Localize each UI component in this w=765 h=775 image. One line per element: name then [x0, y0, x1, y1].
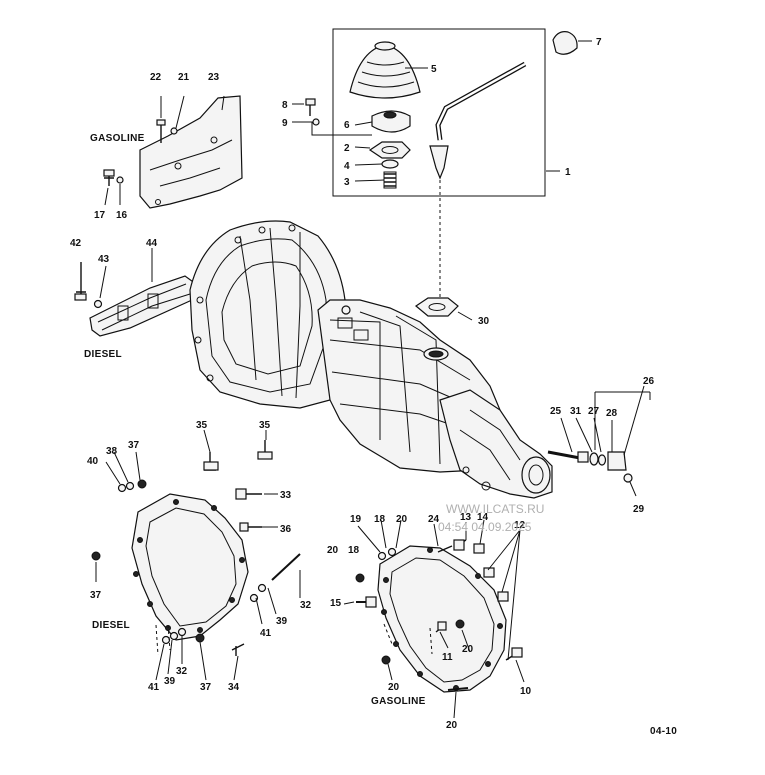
- variant-captions: GASOLINE DIESEL DIESEL GASOLINE: [84, 133, 426, 707]
- label-21: 21: [178, 72, 190, 83]
- label-32a: 32: [300, 600, 312, 611]
- label-18a: 18: [374, 514, 386, 525]
- label-32b: 32: [176, 666, 188, 677]
- spring: [384, 173, 396, 187]
- diesel-housing-body: [131, 493, 249, 641]
- label-29: 29: [633, 504, 645, 515]
- label-43: 43: [98, 254, 110, 265]
- label-7: 7: [596, 37, 602, 48]
- caption-diesel-left: DIESEL: [84, 349, 122, 360]
- label-34: 34: [228, 682, 240, 693]
- gasoline-bracket-group: [103, 95, 243, 209]
- label-31: 31: [570, 406, 582, 417]
- label-11: 11: [442, 652, 453, 663]
- label-24: 24: [428, 514, 440, 525]
- label-2: 2: [344, 143, 350, 154]
- label-12: 12: [514, 520, 526, 531]
- label-15: 15: [330, 598, 342, 609]
- shift-lever-group: [292, 28, 592, 302]
- label-35a: 35: [196, 420, 208, 431]
- label-26: 26: [643, 376, 655, 387]
- caption-gasoline-top: GASOLINE: [90, 133, 145, 144]
- stud-32a: [271, 553, 301, 581]
- label-37a: 37: [128, 440, 140, 451]
- label-10: 10: [520, 686, 532, 697]
- label-36: 36: [280, 524, 292, 535]
- boot-retainer: [371, 110, 411, 133]
- label-20e: 20: [446, 720, 458, 731]
- diesel-clutch-housing: [91, 429, 301, 681]
- gasoline-cover-plate: [139, 95, 243, 209]
- watermark: WWW.ILCATS.RU 04:54 04.09.2025: [438, 502, 544, 534]
- watermark-site: WWW.ILCATS.RU: [446, 502, 544, 516]
- shift-lever: [435, 61, 527, 141]
- label-6: 6: [344, 120, 350, 131]
- label-40: 40: [87, 456, 99, 467]
- label-9: 9: [282, 118, 288, 129]
- lever-ball: [429, 145, 449, 180]
- part-labels: 1 2 3 4 5 6 7 8 9 10 11 12 13 14 15 16 1…: [70, 37, 655, 731]
- page-code: 04-10: [650, 726, 677, 737]
- caption-diesel-housing: DIESEL: [92, 620, 130, 631]
- label-17: 17: [94, 210, 106, 221]
- washer-9: [312, 118, 320, 126]
- diesel-bracket-group: [74, 248, 197, 337]
- gasoline-housing-body: [377, 545, 507, 693]
- label-41a: 41: [260, 628, 272, 639]
- label-18b: 18: [348, 545, 360, 556]
- shift-knob: [552, 31, 578, 55]
- label-39b: 39: [164, 676, 176, 687]
- speedometer-assembly: [547, 385, 651, 497]
- label-19: 19: [350, 514, 362, 525]
- label-20c: 20: [462, 644, 474, 655]
- gasket-30: [414, 297, 473, 321]
- label-20b: 20: [327, 545, 339, 556]
- label-42: 42: [70, 238, 82, 249]
- label-13: 13: [460, 512, 472, 523]
- label-41b: 41: [148, 682, 160, 693]
- seat-plate: [368, 141, 411, 159]
- shift-boot: [349, 44, 421, 99]
- label-23: 23: [208, 72, 220, 83]
- output-seal: [521, 456, 551, 494]
- label-38: 38: [106, 446, 118, 457]
- label-39a: 39: [276, 616, 288, 627]
- watermark-timestamp: 04:54 04.09.2025: [438, 520, 532, 534]
- label-30: 30: [478, 316, 490, 327]
- label-8: 8: [282, 100, 288, 111]
- label-20d: 20: [388, 682, 400, 693]
- label-5: 5: [431, 64, 437, 75]
- label-16: 16: [116, 210, 128, 221]
- label-44: 44: [146, 238, 158, 249]
- label-3: 3: [344, 177, 350, 188]
- caption-gasoline-housing: GASOLINE: [371, 696, 426, 707]
- label-25: 25: [550, 406, 562, 417]
- diesel-cover-plate: [89, 275, 197, 337]
- label-33: 33: [280, 490, 292, 501]
- label-27: 27: [588, 406, 600, 417]
- label-22: 22: [150, 72, 162, 83]
- label-1: 1: [565, 167, 571, 178]
- label-37c: 37: [200, 682, 212, 693]
- label-14: 14: [477, 512, 489, 523]
- label-20a: 20: [396, 514, 408, 525]
- group-frame: [332, 28, 546, 197]
- label-37b: 37: [90, 590, 102, 601]
- snap-ring: [381, 159, 399, 169]
- gasoline-clutch-housing: [343, 519, 525, 719]
- label-4: 4: [344, 161, 350, 172]
- label-28: 28: [606, 408, 618, 419]
- label-35b: 35: [259, 420, 271, 431]
- transmission-case: [189, 220, 553, 499]
